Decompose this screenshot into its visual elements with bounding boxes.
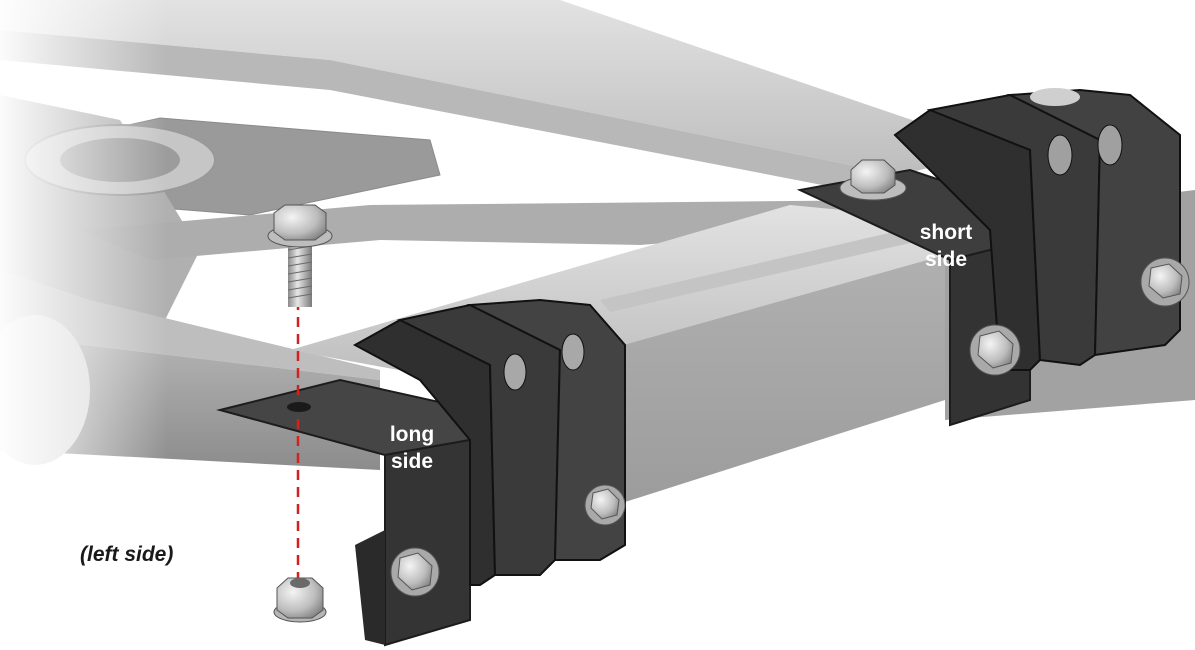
hex-bolt-icon — [267, 204, 333, 307]
flange-nut-icon — [273, 577, 327, 623]
long-side-bracket — [216, 298, 626, 647]
bracket-bolt-icon — [1140, 257, 1190, 307]
long-side-label-line1: long — [390, 423, 434, 446]
short-side-label-line2: side — [925, 248, 967, 271]
bracket-top-bolt-icon — [839, 159, 907, 201]
bracket-bolt-icon — [584, 484, 626, 526]
bracket-bolt-icon — [390, 547, 440, 597]
left-side-caption: (left side) — [80, 543, 173, 566]
short-side-bracket — [796, 88, 1181, 427]
bolt-hole-icon — [287, 402, 311, 412]
long-side-label-line2: side — [391, 450, 433, 473]
short-side-label-line1: short — [920, 221, 973, 244]
bracket-bolt-icon — [969, 324, 1021, 376]
